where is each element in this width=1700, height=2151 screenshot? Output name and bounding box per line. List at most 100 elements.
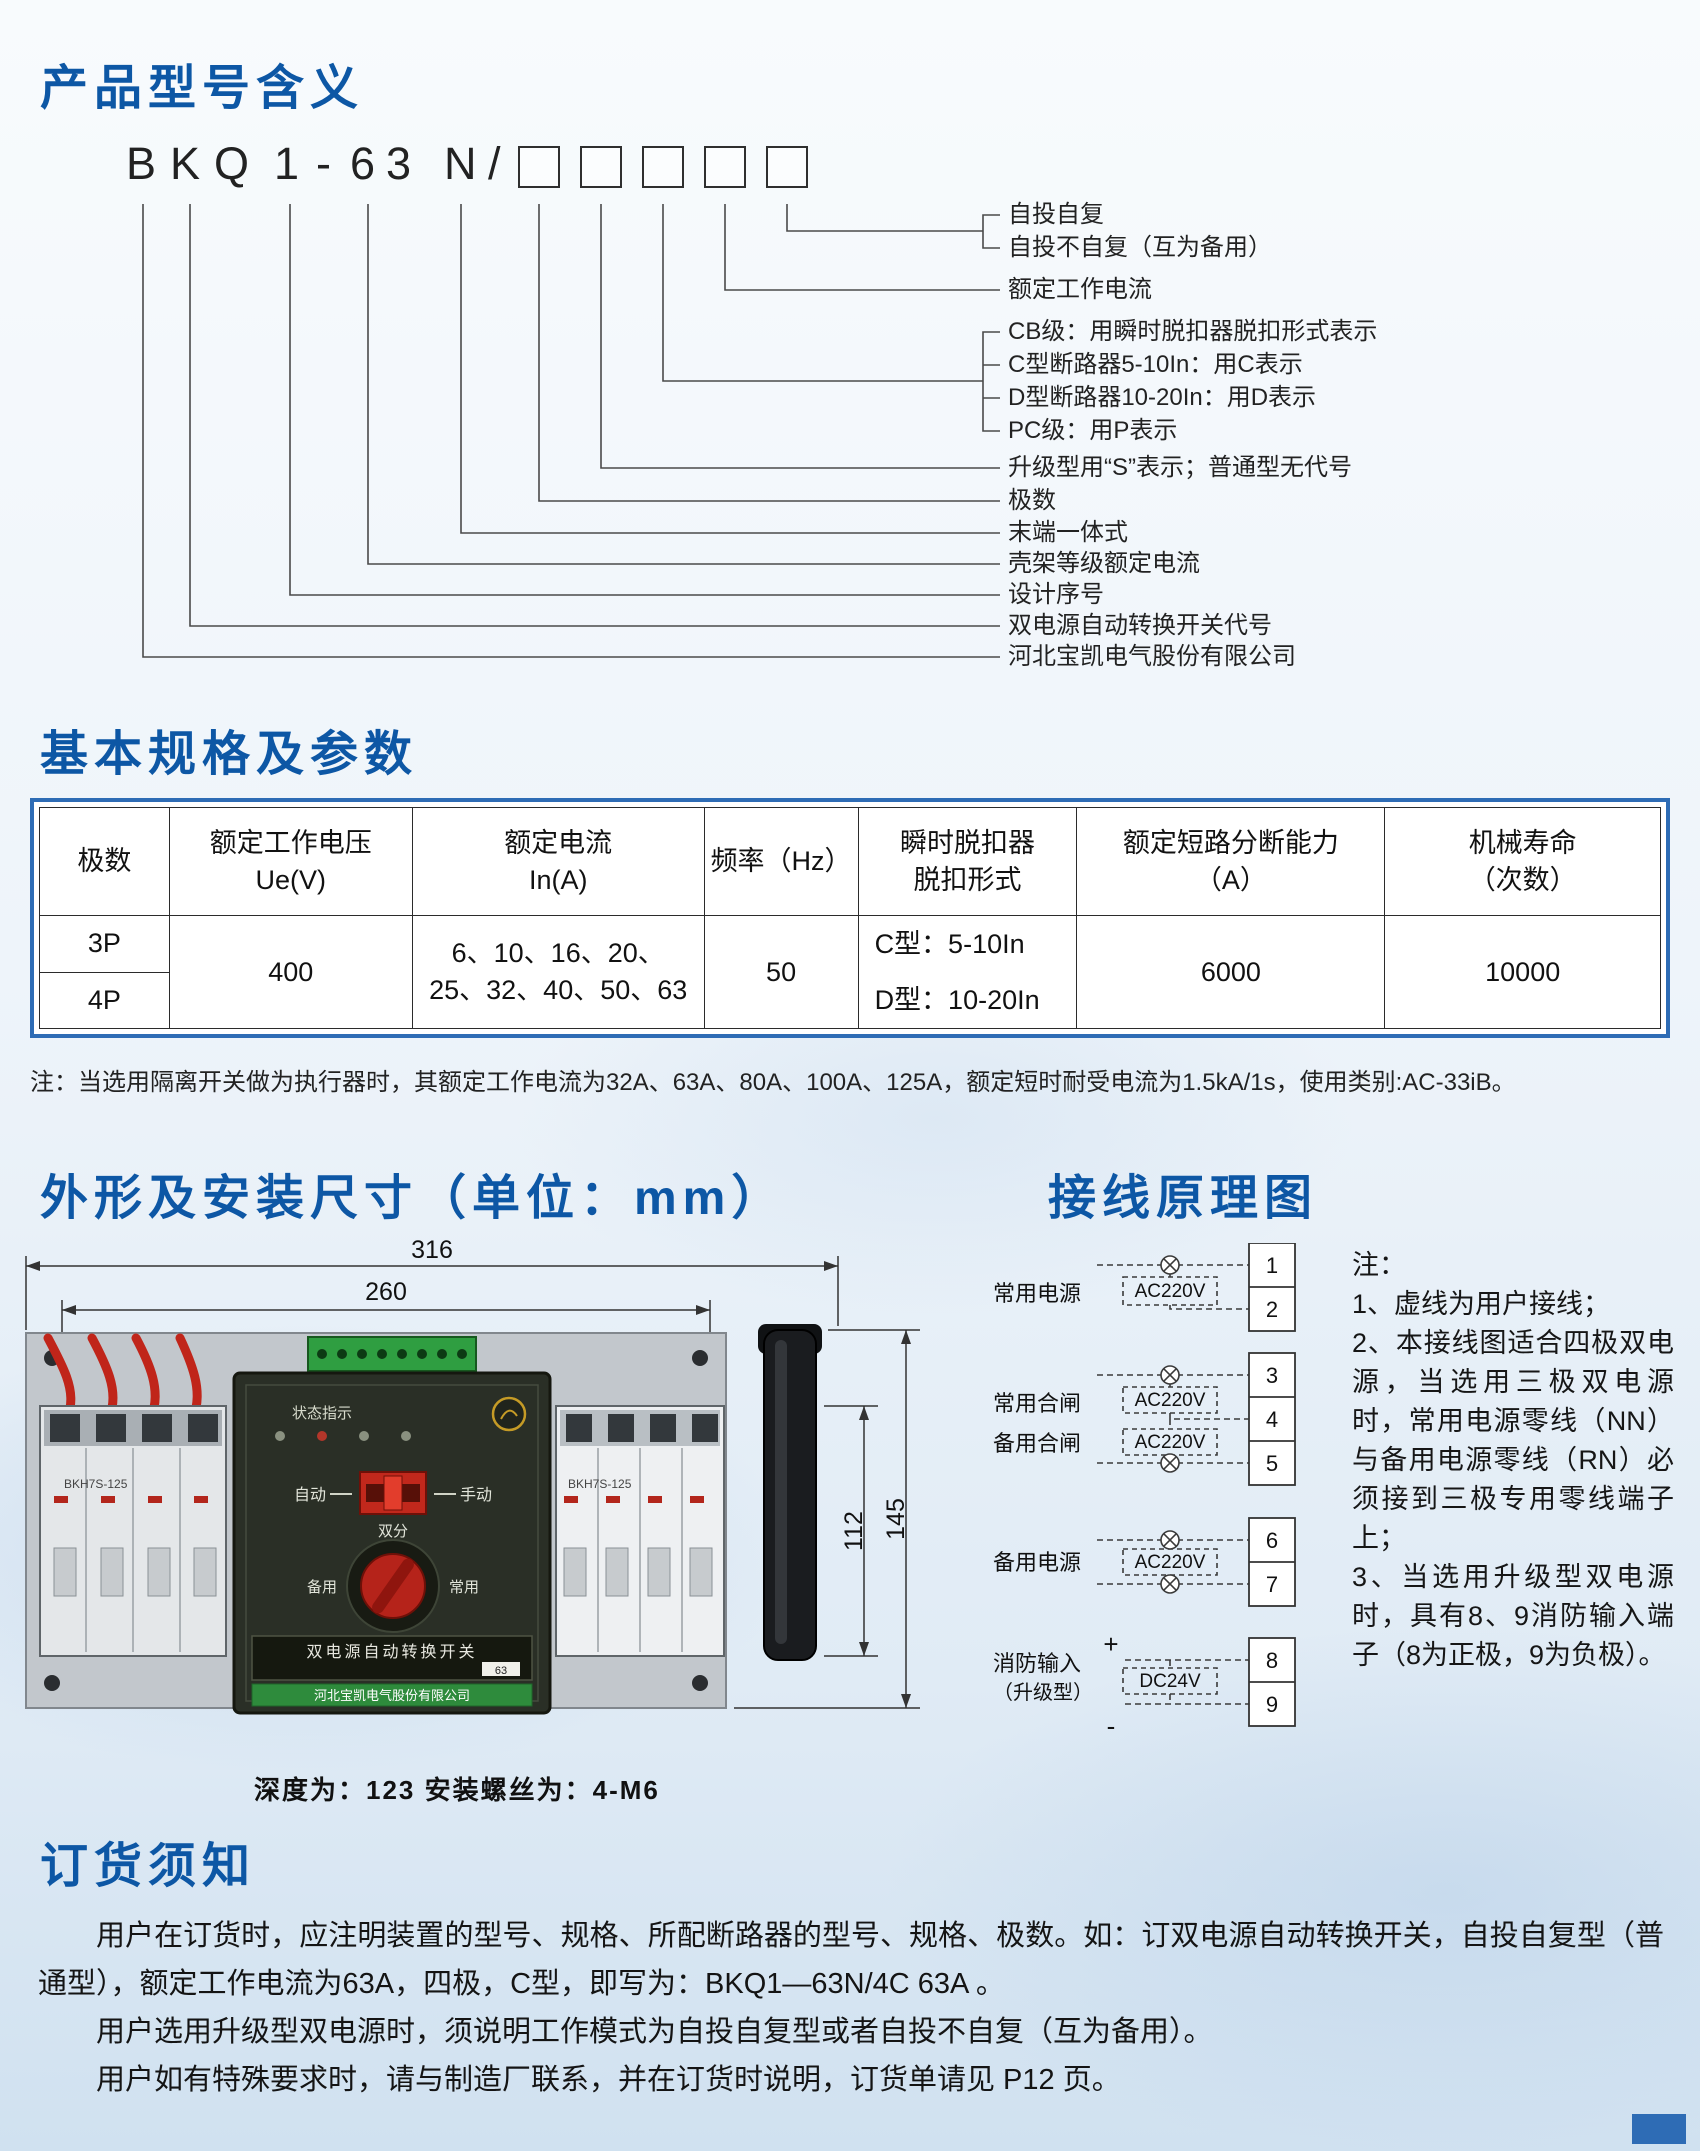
terminal-number: 3 [1266, 1363, 1278, 1388]
lamp-icon [1160, 1574, 1180, 1594]
source-label: AC220V [1135, 1390, 1206, 1411]
model-char: 6 [350, 138, 376, 189]
model-char: 3 [386, 138, 412, 189]
terminal-number: 1 [1266, 1253, 1278, 1278]
model-label: 河北宝凯电气股份有限公司 [1008, 643, 1296, 670]
group-label-normal-close: 常用合闸 [993, 1391, 1081, 1416]
model-label: 设计序号 [1008, 581, 1104, 608]
section-title-dimensions: 外形及安装尺寸（单位：mm） [40, 1172, 786, 1225]
group-label-fire-upgrade: （升级型） [993, 1681, 1093, 1704]
col-header-trip: 瞬时脱扣器脱扣形式 [857, 807, 1078, 916]
model-label: C型断路器5-10In：用C表示 [1008, 351, 1303, 378]
model-label: 双电源自动转换开关代号 [1008, 612, 1272, 639]
polarity-minus: - [1107, 1711, 1116, 1741]
terminal-number: 2 [1266, 1297, 1278, 1322]
model-label: D型断路器10-20In：用D表示 [1008, 384, 1317, 411]
wiring-notes-title: 注： [1352, 1250, 1406, 1280]
group-label-normal-power: 常用电源 [993, 1281, 1081, 1306]
lamp-icon [1160, 1365, 1180, 1385]
cell-voltage: 400 [168, 915, 413, 1029]
ordering-paragraph: 用户选用升级型双电源时，须说明工作模式为自投自复型或者自投不自复（互为备用）。 [96, 2016, 1213, 2048]
group-label-backup-power: 备用电源 [993, 1550, 1081, 1575]
section-title-ordering: 订货须知 [40, 1840, 257, 1893]
dim-label-260: 260 [365, 1278, 407, 1306]
model-label: 极数 [1008, 487, 1056, 514]
terminal-numbers: 1 2 3 4 5 6 7 8 9 [1266, 1253, 1278, 1717]
trip-type-d: D型：10-20In [874, 985, 1040, 1015]
model-box [518, 146, 560, 188]
wiring-diagram: AC220V AC220V AC220V AC220V DC24V 常用电源 常… [985, 1242, 1330, 1743]
group-label-fire-input: 消防输入 [993, 1651, 1081, 1676]
spec-table-note: 注：当选用隔离开关做为执行器时，其额定工作电流为32A、63A、80A、100A… [30, 1069, 1516, 1096]
dual-off-label: 双分 [378, 1523, 408, 1540]
manual-label: 手动 [460, 1486, 492, 1504]
brand-logo [491, 1396, 527, 1432]
model-box [580, 146, 622, 188]
model-char: Q [214, 138, 250, 189]
cell-poles-3p: 3P [39, 915, 170, 973]
device-name-text: 双电源自动转换开关 [306, 1643, 477, 1661]
model-connector-lines [142, 204, 1000, 658]
model-char: - [316, 138, 331, 189]
section-title-model-meaning: 产品型号含义 [40, 62, 365, 115]
source-boxes [1122, 1276, 1218, 1695]
backup-label: 备用 [307, 1579, 337, 1596]
auto-label: 自动 [294, 1486, 326, 1504]
group-label-backup-close: 备用合闸 [993, 1431, 1081, 1456]
model-label: CB级：用瞬时脱扣器脱扣形式表示 [1008, 318, 1378, 345]
right-breaker: BKH7S-125 [555, 1405, 725, 1657]
source-label: AC220V [1135, 1552, 1206, 1573]
terminal-number: 8 [1266, 1648, 1278, 1673]
model-label: PC级：用P表示 [1008, 417, 1178, 444]
wiring-note-item: 3、当选用升级型双电源时，具有8、9消防输入端子（8为正极，9为负极）。 [1352, 1562, 1674, 1670]
source-label: DC24V [1139, 1671, 1201, 1692]
cell-frequency: 50 [703, 915, 859, 1029]
company-strip: 河北宝凯电气股份有限公司 [251, 1683, 533, 1707]
status-indicator-lights [275, 1431, 411, 1441]
table-row: 3P 400 6、10、16、20、25、32、40、50、63 50 C型：5… [39, 915, 1661, 1029]
dim-label-145: 145 [882, 1498, 910, 1540]
col-header-breaking: 额定短路分断能力（A） [1076, 807, 1386, 916]
polarity-plus: + [1103, 1629, 1118, 1659]
model-label: 升级型用“S”表示；普通型无代号 [1008, 454, 1352, 481]
company-name-text: 河北宝凯电气股份有限公司 [314, 1688, 470, 1703]
cell-trip-types: C型：5-10In D型：10-20In [857, 915, 1078, 1029]
source-label: AC220V [1135, 1281, 1206, 1302]
terminal-number: 5 [1266, 1451, 1278, 1476]
model-box [642, 146, 684, 188]
lamp-icon [1160, 1255, 1180, 1275]
table-row: 4P [39, 971, 1661, 1029]
wiring-svg: AC220V AC220V AC220V AC220V DC24V 常用电源 常… [993, 1242, 1296, 1741]
model-char: K [170, 138, 201, 189]
terminal-number: 4 [1266, 1407, 1278, 1432]
wiring-notes: 注： 1、虚线为用户接线； 2、本接线图适合四极双电源，当选用三极双电源时，常用… [1352, 1246, 1674, 1675]
selector-knob [346, 1539, 440, 1633]
control-terminal-strip [307, 1336, 477, 1372]
model-box [704, 146, 746, 188]
model-char: B [126, 138, 157, 189]
ordering-paragraph: 用户在订货时，应注明装置的型号、规格、所配断路器的型号、规格、极数。如：订双电源… [38, 1920, 1664, 2000]
col-header-life: 机械寿命（次数） [1384, 807, 1661, 916]
controller-panel: 状态指示 自动 手动 双分 [232, 1371, 552, 1715]
dimension-lines [25, 1256, 920, 1709]
wiring-note-item: 2、本接线图适合四极双电源，当选用三极双电源时，常用电源零线（NN）与备用电源零… [1352, 1328, 1674, 1553]
model-code-diagram: B K Q 1 - 6 3 N / 自投自复 自投不自复（互为备用） 额定工作电… [0, 0, 1700, 700]
terminal-blocks [1248, 1242, 1296, 1727]
dimension-arrowheads [26, 1261, 911, 1708]
ordering-instructions: 用户在订货时，应注明装置的型号、规格、所配断路器的型号、规格、极数。如：订双电源… [38, 1912, 1664, 2104]
cell-mechanical-life: 10000 [1384, 915, 1661, 1029]
figure-caption: 深度为：123 安装螺丝为：4-M6 [254, 1775, 660, 1805]
operating-handle [758, 1324, 822, 1661]
terminal-number: 6 [1266, 1528, 1278, 1553]
breaker-model-text: BKH7S-125 [568, 1477, 632, 1491]
source-label: AC220V [1135, 1432, 1206, 1453]
page-corner-decoration [1632, 2114, 1686, 2144]
trip-type-c: C型：5-10In [874, 929, 1025, 959]
terminal-number: 9 [1266, 1692, 1278, 1717]
cell-poles-4p: 4P [39, 971, 170, 1029]
